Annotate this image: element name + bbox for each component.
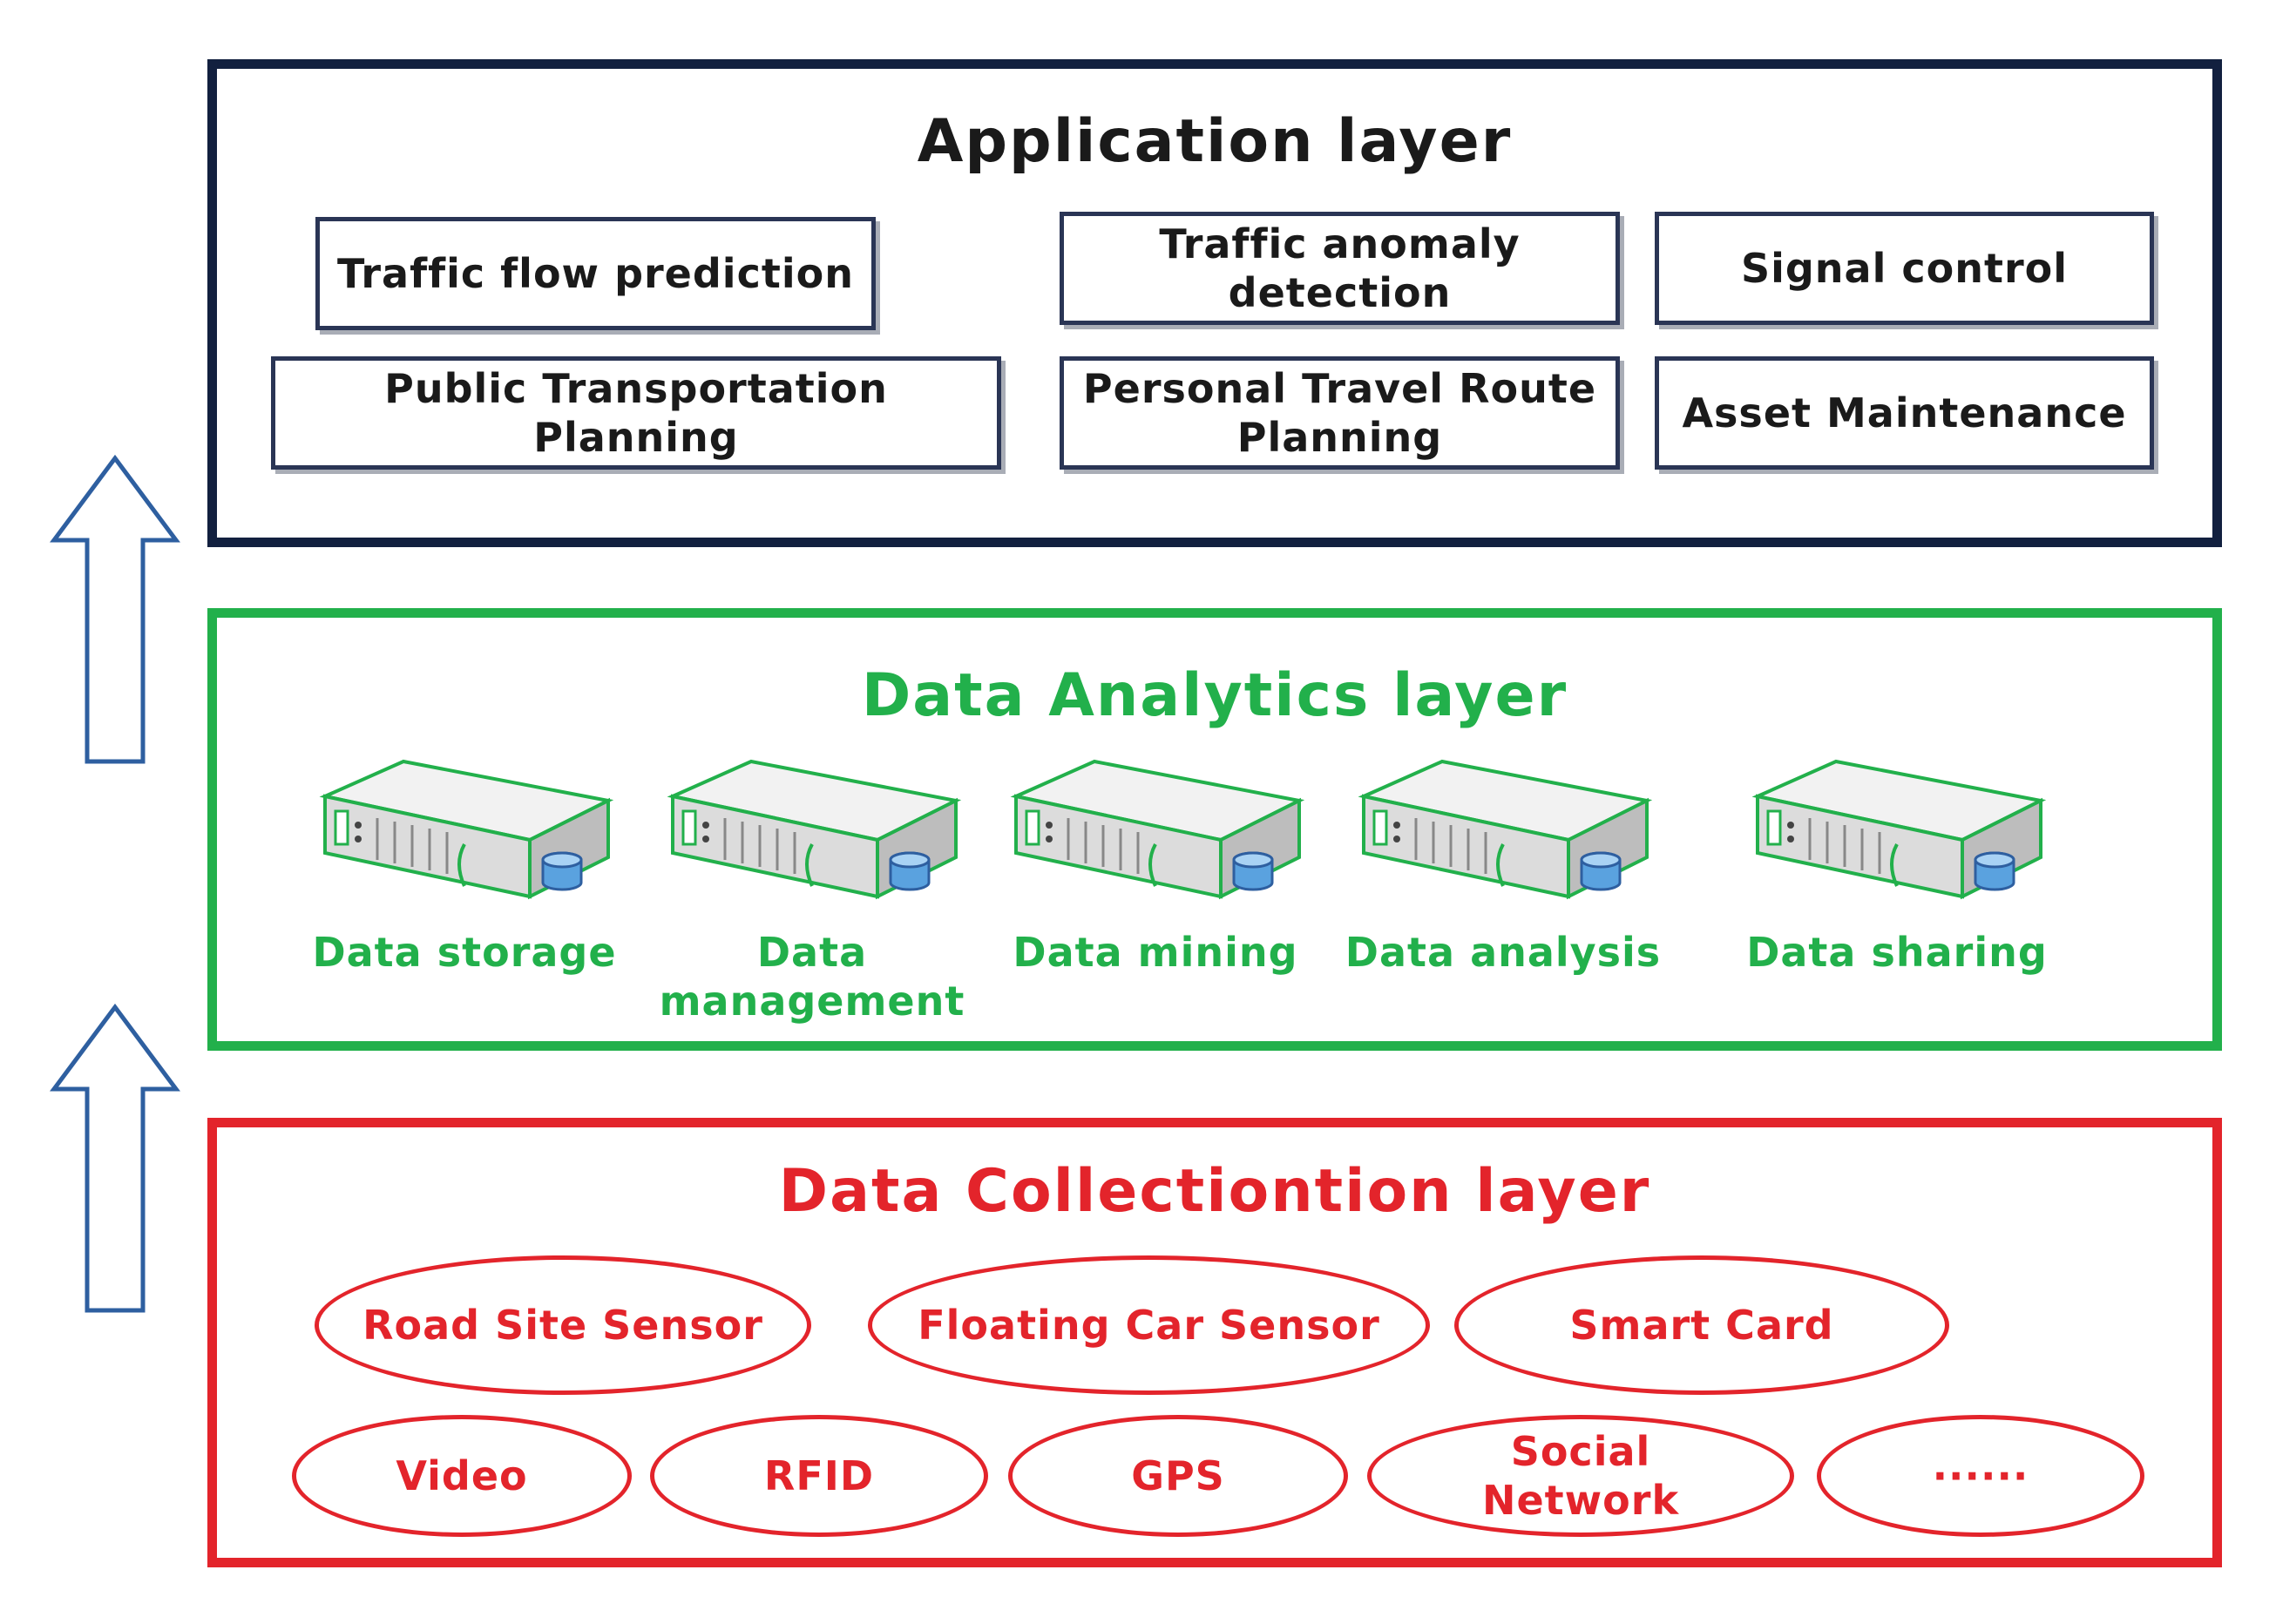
sensor-smart-card: Smart Card [1454, 1255, 1949, 1395]
app-item-traffic-flow-prediction: Traffic flow prediction [315, 217, 876, 330]
sensor-video: Video [292, 1415, 632, 1537]
analytics-item-label: Data storage [312, 929, 617, 976]
server-icon [1358, 759, 1653, 900]
sensor-social-network: Social Network [1367, 1415, 1794, 1537]
sensor-floating-car-sensor: Floating Car Sensor [868, 1255, 1430, 1395]
analytics-item-label: Data mining [1013, 929, 1298, 976]
sensor-rfid: RFID [650, 1415, 988, 1537]
analytics-layer-title: Data Analytics layer [861, 661, 1568, 730]
analytics-item-label: Data management [659, 929, 965, 1025]
app-item-public-transportation-planning: Public Transportation Planning [271, 356, 1001, 470]
app-item-signal-control: Signal control [1655, 212, 2154, 325]
server-icon [319, 759, 614, 900]
up-arrow-icon [45, 1002, 185, 1316]
server-icon [1751, 759, 2047, 900]
server-icon [1010, 759, 1305, 900]
application-layer-title: Application layer [917, 107, 1513, 176]
collection-layer-title: Data Collectiontion layer [778, 1157, 1651, 1226]
sensor-more: ······ [1817, 1415, 2144, 1537]
up-arrow-icon [45, 453, 185, 767]
application-layer: Application layer Traffic flow predictio… [207, 59, 2222, 547]
app-item-traffic-anomaly-detection: Traffic anomaly detection [1060, 212, 1620, 325]
sensor-road-site-sensor: Road Site Sensor [315, 1255, 811, 1395]
analytics-item-data-management: Data management [655, 757, 969, 1025]
analytics-item-data-storage: Data storage [308, 757, 621, 1018]
analytics-item-data-analysis: Data analysis [1345, 757, 1660, 1018]
app-item-asset-maintenance: Asset Maintenance [1655, 356, 2154, 470]
collection-layer: Data Collectiontion layer Road Site Sens… [207, 1118, 2222, 1567]
app-item-personal-travel-route-planning: Personal Travel Route Planning [1060, 356, 1620, 470]
analytics-item-label: Data analysis [1345, 929, 1662, 976]
sensor-gps: GPS [1008, 1415, 1348, 1537]
analytics-item-label: Data sharing [1746, 929, 2048, 976]
analytics-layer: Data Analytics layer Data storage Data m… [207, 608, 2222, 1051]
server-icon [667, 759, 962, 900]
analytics-item-data-mining: Data mining [999, 757, 1312, 1018]
analytics-item-data-sharing: Data sharing [1740, 757, 2054, 1018]
